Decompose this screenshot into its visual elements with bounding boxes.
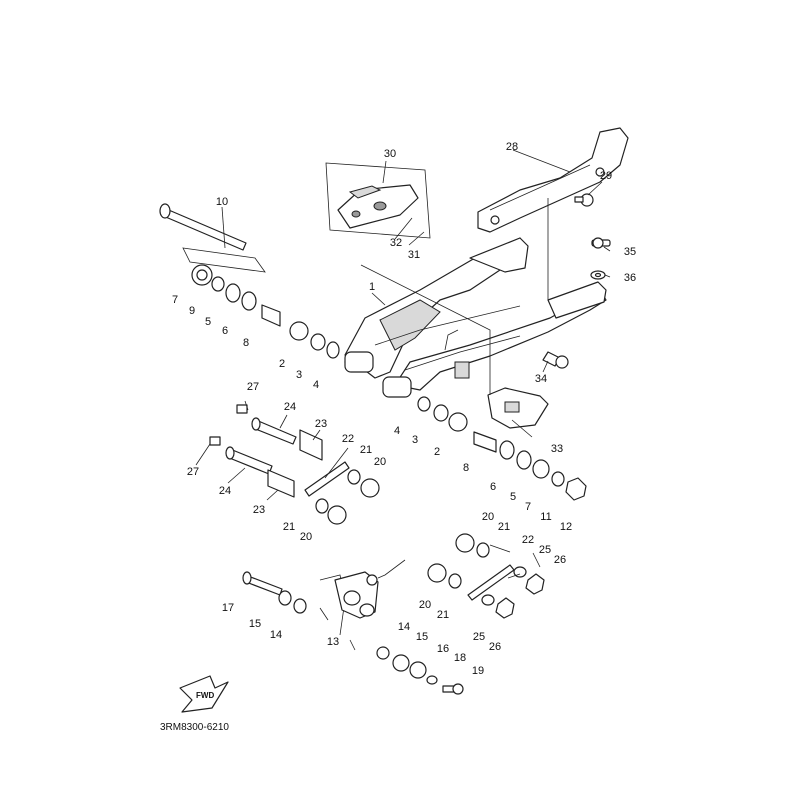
callout-36: 36 [624,272,636,284]
callout-12: 12 [560,521,572,533]
callout-29: 29 [600,170,612,182]
chain-puller-30 [325,162,431,239]
callout-17: 17 [222,602,234,614]
callout-14: 14 [270,629,282,641]
callout-26: 26 [554,554,566,566]
callout-6: 6 [222,325,228,337]
callout-25: 25 [539,544,551,556]
connecting-rods [304,461,545,619]
callout-2: 2 [434,446,440,458]
callout-4: 4 [313,379,319,391]
callout-3: 3 [412,434,418,446]
chain-guard-33 [487,387,549,429]
callout-14: 14 [398,621,410,633]
pivot-shaft-10 [159,203,266,273]
leader-lines [195,149,611,579]
callout-22: 22 [342,433,354,445]
callout-8: 8 [463,462,469,474]
callouts: 1 2 2 3 3 4 4 5 5 6 6 7 7 8 8 9 10 11 12… [172,141,636,677]
callout-21: 21 [360,444,372,456]
callout-30: 30 [384,148,396,160]
callout-11: 11 [540,511,551,523]
callout-20: 20 [482,511,494,523]
callout-25: 25 [473,631,485,643]
callout-23: 23 [315,418,327,430]
drawing-code: 3RM8300-6210 [160,722,229,733]
callout-15: 15 [249,618,261,630]
callout-7: 7 [525,501,531,513]
callout-2: 2 [279,358,285,370]
callout-21: 21 [283,521,295,533]
callout-20: 20 [374,456,386,468]
callout-8: 8 [243,337,249,349]
fwd-label: FWD [196,691,214,700]
callout-24: 24 [284,401,296,413]
callout-1: 1 [369,281,375,293]
bolt-29 [574,193,594,207]
guide-lines [319,198,549,651]
callout-24: 24 [219,485,231,497]
callout-34: 34 [535,373,547,385]
callout-5: 5 [510,491,516,503]
bolt-35 [591,237,611,249]
callout-15: 15 [416,631,428,643]
callout-21: 21 [437,609,449,621]
callout-19: 19 [472,665,484,677]
callout-27: 27 [247,381,259,393]
pivot-stack-left [191,264,340,359]
washer-36 [590,270,606,280]
callout-6: 6 [490,481,496,493]
callout-13: 13 [327,636,339,648]
bolt-34 [542,351,569,369]
callout-20: 20 [300,531,312,543]
lower-stack [376,646,464,695]
callout-21: 21 [498,521,510,533]
callout-35: 35 [624,246,636,258]
relay-arm-13 [319,571,379,636]
callout-26: 26 [489,641,501,653]
link-bolts [209,404,323,498]
fwd-arrow-icon: FWD [179,675,229,713]
bolt-17 [242,571,307,614]
chain-case-28 [477,127,629,233]
callout-33: 33 [551,443,563,455]
callout-31: 31 [408,249,420,261]
callout-7: 7 [172,294,178,306]
callout-9: 9 [189,305,195,317]
swingarm [344,237,607,398]
callout-27: 27 [187,466,199,478]
callout-4: 4 [394,425,400,437]
callout-22: 22 [522,534,534,546]
pivot-stack-right [417,396,587,501]
callout-28: 28 [506,141,518,153]
callout-3: 3 [296,369,302,381]
callout-20: 20 [419,599,431,611]
callout-32: 32 [390,237,402,249]
callout-23: 23 [253,504,265,516]
callout-18: 18 [454,652,466,664]
callout-5: 5 [205,316,211,328]
callout-16: 16 [437,643,449,655]
callout-10: 10 [216,196,228,208]
